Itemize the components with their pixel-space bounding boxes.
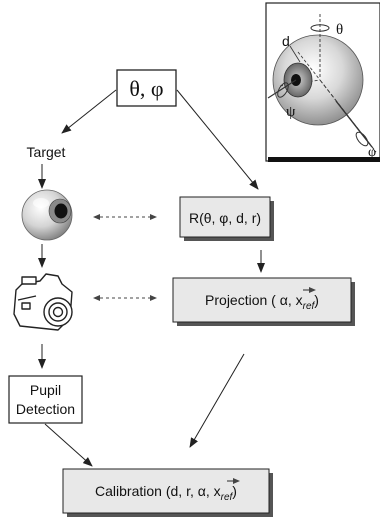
camera-icon — [13, 273, 73, 331]
inset-psi-label: ψ — [286, 104, 296, 120]
pupil-label-line1: Pupil — [30, 382, 61, 398]
psi-axis — [267, 79, 297, 99]
calibration-box: Calibration (d, r, α, xref) — [62, 468, 273, 517]
eyeball-icon — [21, 189, 73, 241]
phi-rotation-icon — [355, 131, 369, 147]
angles-box — [116, 69, 177, 107]
projection-label: Projection ( α, xref) — [205, 292, 319, 312]
calibration-suffix: ) — [232, 483, 237, 499]
angles-label: θ, φ — [129, 76, 163, 101]
pupil-detection-box: Pupil Detection — [8, 375, 83, 424]
arrow-angles-to-rotation — [176, 89, 259, 190]
calibration-vector-symbol: x — [214, 483, 221, 499]
projection-vector-symbol: x — [296, 292, 303, 308]
projection-suffix: ) — [314, 292, 319, 308]
arrow-pupil-to-calibration — [44, 423, 93, 467]
rotation-label: R(θ, φ, d, r) — [189, 210, 261, 226]
phi-axis-solid — [335, 100, 373, 148]
calibration-label: Calibration (d, r, α, xref) — [95, 483, 237, 503]
construction-line — [297, 51, 321, 81]
projection-vector-sub: ref — [303, 301, 316, 312]
psi-rotation-icon — [277, 82, 289, 98]
arrow-angles-to-target — [61, 89, 117, 134]
arrow-projection-to-calibration — [189, 353, 245, 448]
pupil-label-line2: Detection — [16, 401, 75, 417]
inset-d-label: d — [282, 33, 290, 49]
inset-theta-label: θ — [336, 22, 343, 38]
inset-phi-label: φ — [368, 145, 376, 160]
calibration-prefix: Calibration (d, r, α, — [95, 483, 214, 499]
theta-rotation-icon — [310, 24, 330, 32]
eyeball-sphere — [272, 34, 364, 126]
rotation-box: R(θ, φ, d, r) — [179, 196, 274, 241]
calibration-vector-sub: ref — [221, 492, 234, 503]
projection-box: Projection ( α, xref) — [172, 277, 355, 326]
angles-input: θ, φ — [116, 69, 177, 107]
target-label: Target — [27, 144, 66, 160]
eye-model-inset: θ d φ ψ — [265, 2, 380, 162]
projection-prefix: Projection ( α, — [205, 292, 296, 308]
construction-line — [289, 45, 301, 63]
